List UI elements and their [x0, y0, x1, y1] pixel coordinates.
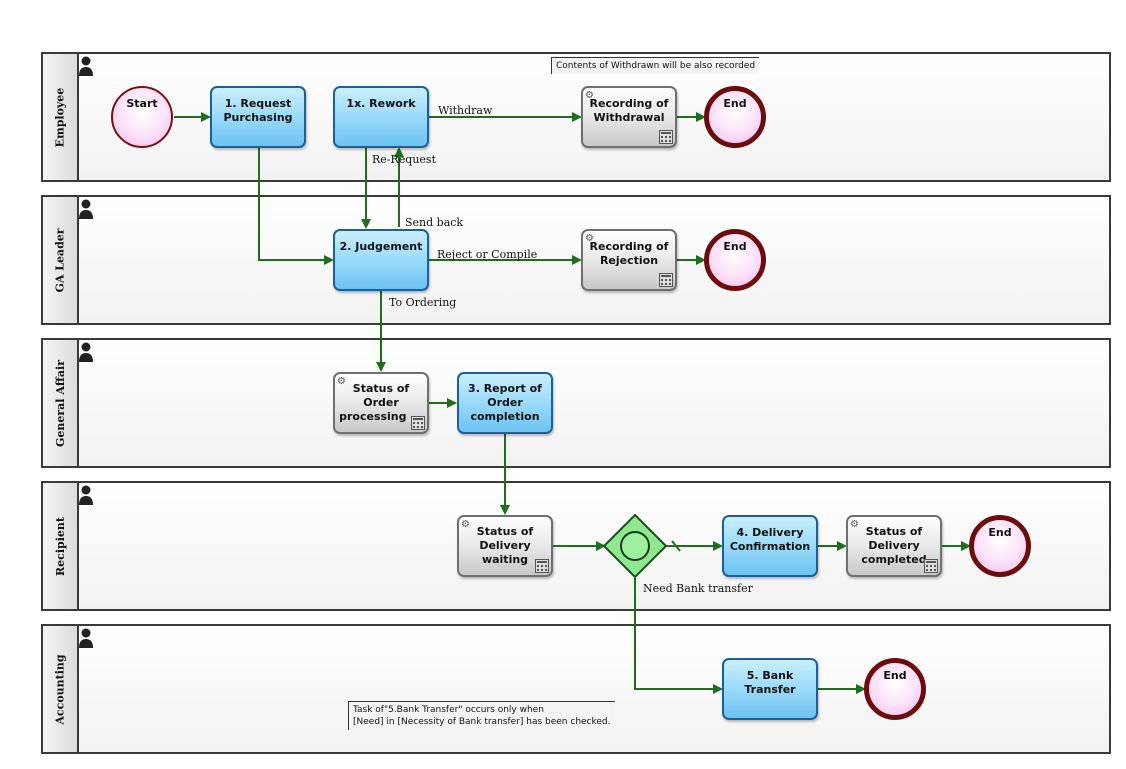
lane-header [43, 197, 79, 323]
task-rework[interactable]: 1x. Rework [333, 86, 429, 148]
auto-status-delivery-completed[interactable]: ⚙ Status of Delivery completed [846, 515, 942, 577]
flow-label-withdraw: Withdraw [438, 104, 493, 117]
lane-header [43, 483, 79, 609]
auto-status-order-processing[interactable]: ⚙ Status of Order processing ... [333, 372, 429, 434]
person-icon [79, 199, 93, 219]
auto-label: Recording of Rejection [589, 240, 669, 267]
flow-label-reject-or-compile: Reject or Compile [437, 248, 538, 261]
task-label: 1x. Rework [346, 97, 416, 110]
lane-header [43, 626, 79, 752]
lane-header [43, 340, 79, 466]
note-withdrawn: Contents of Withdrawn will be also recor… [551, 57, 760, 74]
calculator-icon [659, 273, 673, 287]
gear-icon: ⚙ [461, 519, 470, 530]
gear-icon: ⚙ [337, 376, 346, 387]
flow-label-re-request: Re-Request [372, 153, 437, 166]
task-bank-transfer[interactable]: 5. Bank Transfer [722, 658, 818, 720]
gateway-diamond[interactable] [602, 513, 668, 579]
note-bank-transfer-line1: Task of"5.Bank Transfer" occurs only whe… [353, 705, 544, 715]
note-bank-transfer: Task of"5.Bank Transfer" occurs only whe… [348, 701, 615, 730]
flow-default-marker [671, 540, 681, 552]
person-icon [79, 628, 93, 648]
flow-label-to-ordering: To Ordering [389, 296, 457, 309]
auto-recording-rejection[interactable]: ⚙ Recording of Rejection [581, 229, 677, 291]
task-judgement[interactable]: 2. Judgement [333, 229, 429, 291]
gear-icon: ⚙ [585, 233, 594, 244]
lane-header [43, 54, 79, 180]
task-label: 5. Bank Transfer [744, 669, 796, 696]
flow-label-send-back: Send back [405, 216, 464, 229]
auto-status-delivery-waiting[interactable]: ⚙ Status of Delivery waiting [457, 515, 553, 577]
lane-general-affair: General Affair [41, 338, 1111, 468]
task-label: 2. Judgement [339, 240, 423, 253]
lane-accounting: Accounting [41, 624, 1111, 754]
calculator-icon [535, 559, 549, 573]
person-icon [79, 56, 93, 76]
auto-label: Status of Order processing ... [339, 382, 423, 423]
auto-recording-withdrawal[interactable]: ⚙ Recording of Withdrawal [581, 86, 677, 148]
auto-label: Status of Delivery waiting [476, 525, 534, 566]
end-event-withdrawal[interactable]: End [704, 86, 766, 148]
flow-request-to-judgement [258, 148, 334, 265]
gear-icon: ⚙ [850, 519, 859, 530]
task-report-order-completion[interactable]: 3. Report of Order completion [457, 372, 553, 434]
flow-need-bank-transfer [634, 578, 723, 694]
calculator-icon [411, 416, 425, 430]
task-label: 4. Delivery Confirmation [729, 526, 811, 553]
task-delivery-confirmation[interactable]: 4. Delivery Confirmation [722, 515, 818, 577]
end-event-recipient[interactable]: End [969, 515, 1031, 577]
task-request-purchasing[interactable]: 1. Request Purchasing [210, 86, 306, 148]
task-label: 3. Report of Order completion [468, 382, 542, 423]
person-icon [79, 342, 93, 362]
calculator-icon [924, 559, 938, 573]
start-event[interactable]: Start [111, 86, 173, 148]
flow-label-need-bank-transfer: Need Bank transfer [643, 582, 753, 595]
auto-label: Recording of Withdrawal [589, 97, 669, 124]
task-label: 1. Request Purchasing [223, 97, 293, 124]
end-event-rejection[interactable]: End [704, 229, 766, 291]
person-icon [79, 485, 93, 505]
gear-icon: ⚙ [585, 90, 594, 101]
end-event-accounting[interactable]: End [864, 658, 926, 720]
auto-label: Status of Delivery completed [861, 525, 927, 566]
calculator-icon [659, 130, 673, 144]
note-bank-transfer-line2: [Need] in [Necessity of Bank transfer] h… [353, 717, 611, 727]
